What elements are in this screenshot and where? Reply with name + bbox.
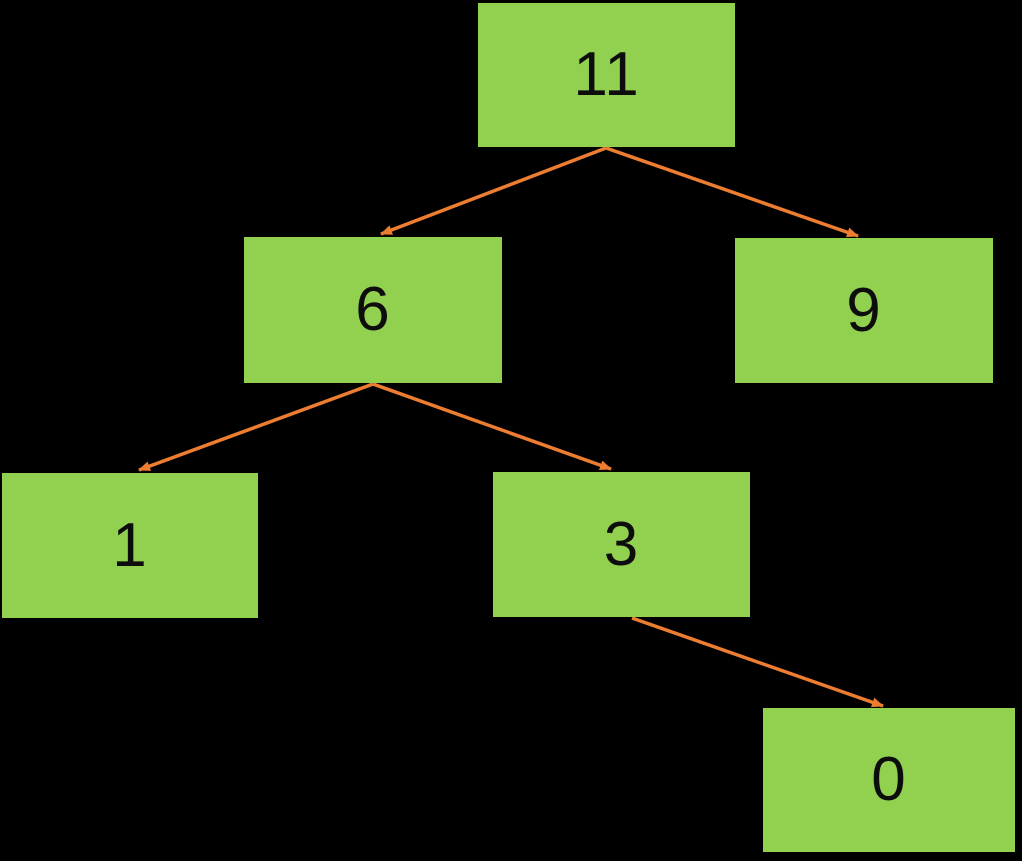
tree-edge-n6-n3 [372, 382, 612, 471]
tree-node-11: 11 [478, 3, 735, 147]
tree-edge-n6-n1 [138, 382, 374, 472]
tree-edge-n11-n6 [380, 146, 607, 236]
tree-node-label: 11 [573, 40, 640, 109]
tree-node-1: 1 [2, 473, 258, 618]
tree-node-label: 6 [355, 275, 391, 344]
tree-edge-n3-n0 [631, 616, 884, 708]
tree-node-label: 0 [871, 745, 907, 814]
tree-node-label: 9 [846, 275, 882, 345]
tree-node-label: 1 [112, 510, 148, 580]
tree-node-label: 3 [603, 509, 640, 579]
tree-node-3: 3 [493, 472, 750, 617]
tree-edge-n11-n9 [605, 146, 859, 238]
tree-node-6: 6 [244, 237, 502, 383]
tree-node-0: 0 [763, 708, 1015, 852]
tree-node-9: 9 [735, 238, 993, 383]
